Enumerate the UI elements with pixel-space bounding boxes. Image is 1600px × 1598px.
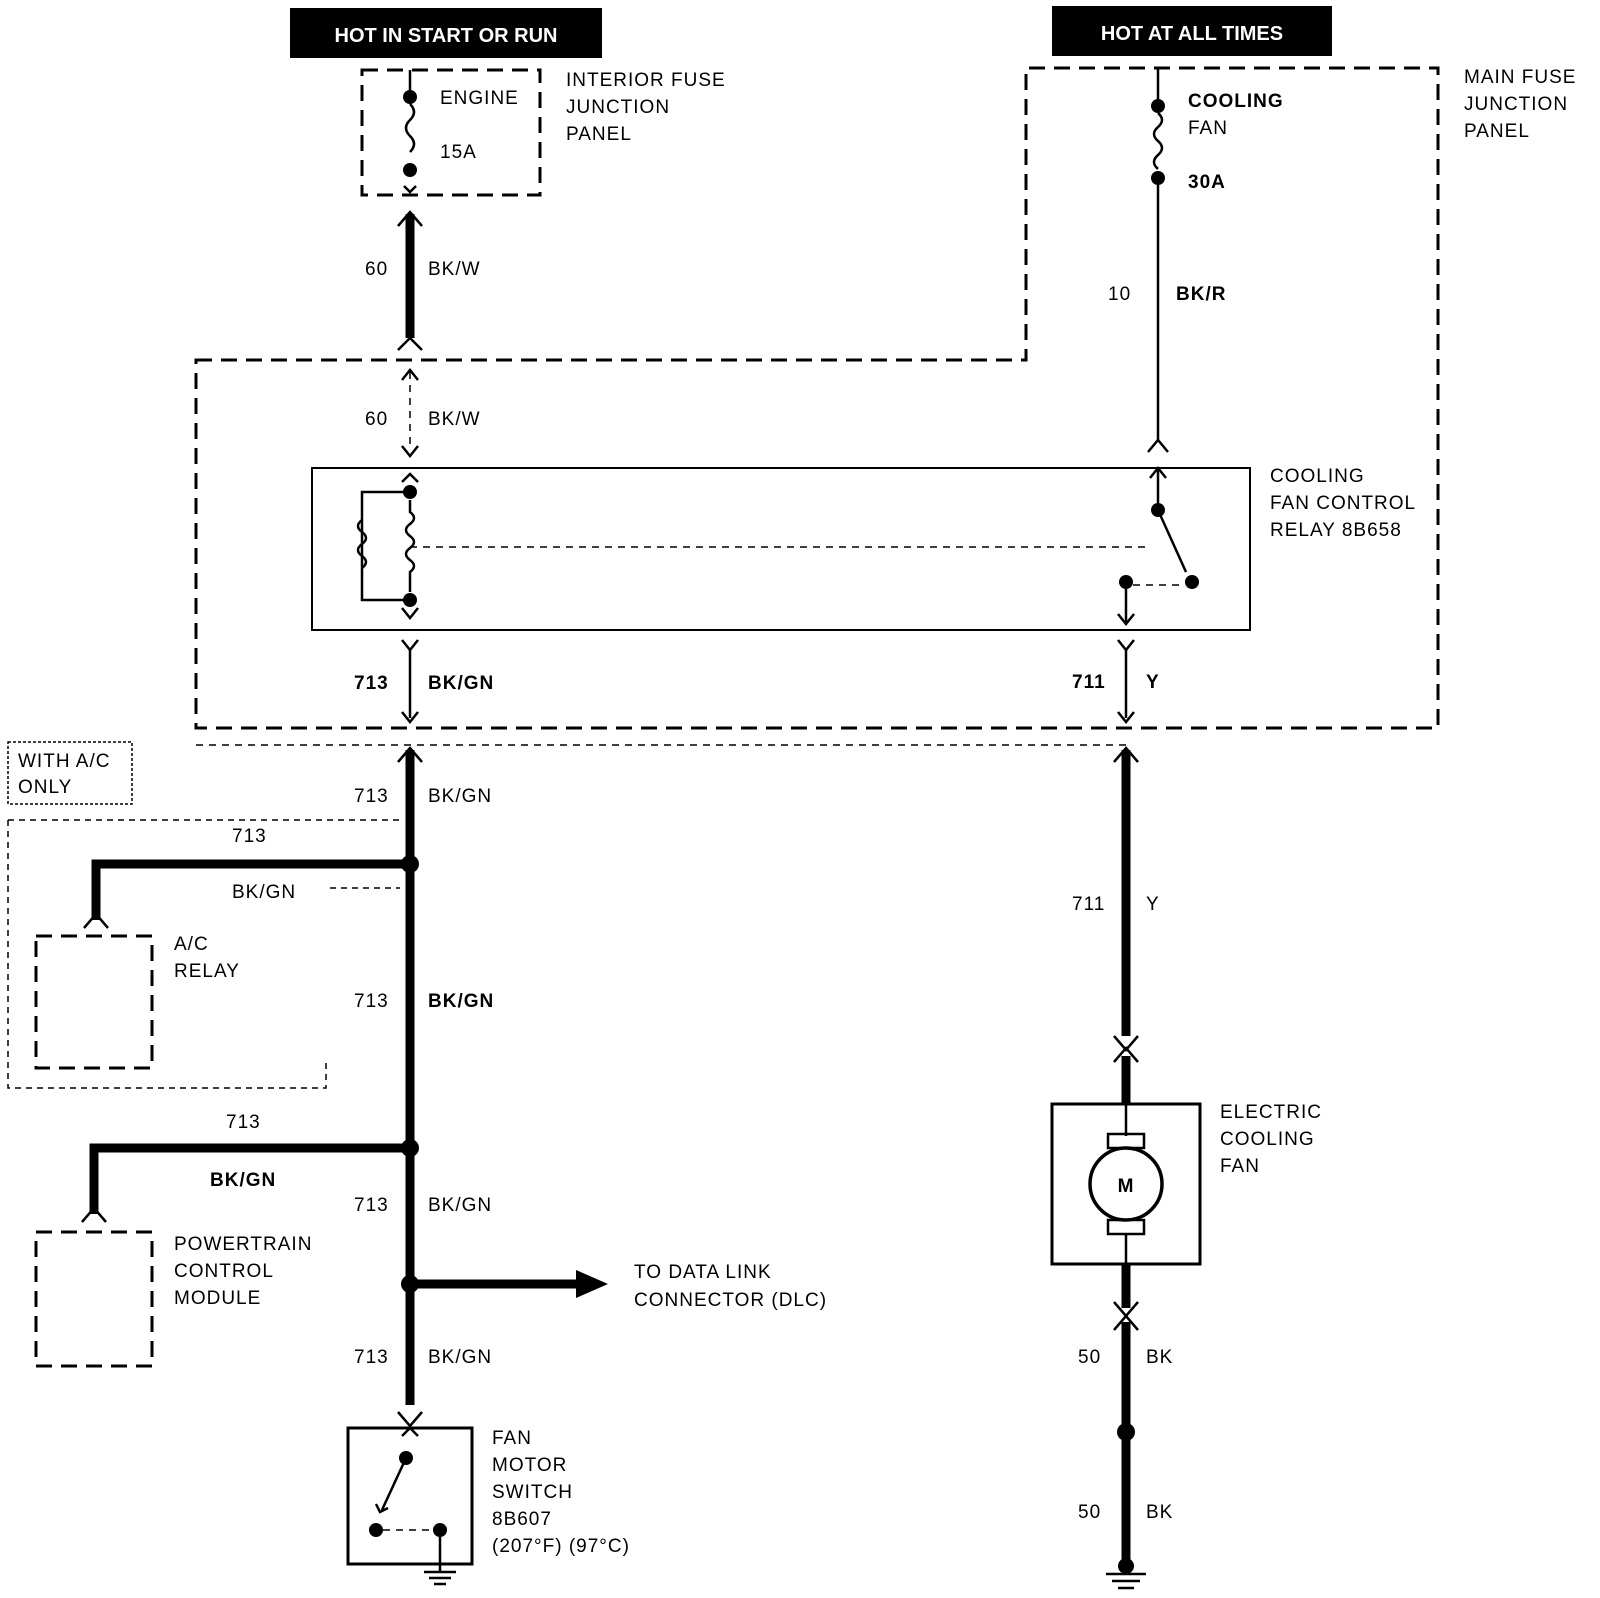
wire-50-a-color: BK	[1146, 1347, 1173, 1368]
cooling-fuse-terminal-top	[1151, 99, 1165, 113]
wire-711-a-color: Y	[1146, 672, 1160, 693]
interior-fuse-label-2: JUNCTION	[566, 97, 670, 118]
pcm-label-3: MODULE	[174, 1288, 261, 1309]
interior-fuse-label-1: INTERIOR FUSE	[566, 70, 726, 91]
cooling-fan-fuse-icon	[1152, 112, 1164, 170]
relay-label-2: FAN CONTROL	[1270, 493, 1416, 514]
fan-switch-label-1: FAN	[492, 1428, 532, 1449]
cooling-fan-fuse-rating: 30A	[1188, 172, 1226, 193]
wire-713-b-circuit: 713	[354, 786, 389, 807]
wire-10-circuit: 10	[1108, 284, 1131, 305]
dlc-arrow-icon	[576, 1270, 608, 1298]
wire-713-c-circuit: 713	[354, 991, 389, 1012]
ac-relay-label-2: RELAY	[174, 961, 240, 982]
header-box-all-times	[1052, 6, 1332, 56]
splice-ground	[1117, 1423, 1135, 1441]
wire-713-pcm-color: BK/GN	[210, 1170, 276, 1191]
ac-only-note-box	[7, 741, 133, 805]
fan-switch-label-4: 8B607	[492, 1509, 552, 1530]
wire-60-top-circuit: 60	[365, 259, 388, 280]
wire-713-d-circuit: 713	[354, 1195, 389, 1216]
fan-switch-label-3: SWITCH	[492, 1482, 573, 1503]
wire-50-b-circuit: 50	[1078, 1502, 1101, 1523]
ac-relay-label-1: A/C	[174, 934, 209, 955]
electric-fan-label-2: COOLING	[1220, 1129, 1315, 1150]
fan-switch-ground-icon	[424, 1570, 456, 1586]
wire-711-a-circuit: 711	[1072, 672, 1106, 693]
fan-switch-terminal	[433, 1523, 447, 1537]
engine-fuse-name: ENGINE	[440, 88, 519, 109]
ac-only-note-1: WITH A/C	[18, 751, 110, 772]
pcm-box	[34, 1230, 154, 1368]
engine-fuse-icon	[404, 103, 416, 153]
wire-60-top-color: BK/W	[428, 259, 481, 280]
relay-coil-icon	[404, 500, 416, 592]
wire-713-d-color: BK/GN	[428, 1195, 492, 1216]
pcm-label-1: POWERTRAIN	[174, 1234, 312, 1255]
wire-10-color: BK/R	[1176, 284, 1226, 305]
engine-fuse-rating: 15A	[440, 142, 477, 163]
electric-fan-label-1: ELECTRIC	[1220, 1102, 1322, 1123]
dlc-label-2: CONNECTOR (DLC)	[634, 1290, 827, 1311]
main-fuse-label-3: PANEL	[1464, 121, 1530, 142]
wire-713-pcm	[89, 1143, 410, 1214]
dlc-label-1: TO DATA LINK	[634, 1262, 772, 1283]
cooling-fan-fuse-name-2: FAN	[1188, 118, 1228, 139]
wire-713-b-color: BK/GN	[428, 786, 492, 807]
ac-only-note-2: ONLY	[18, 777, 72, 798]
header-hot-start-run: HOT IN START OR RUN	[335, 25, 558, 47]
wire-713-ac	[91, 859, 410, 920]
relay-output-terminal	[1119, 575, 1133, 589]
header-box-start-run	[290, 8, 602, 58]
ac-relay-box	[34, 934, 154, 1070]
wire-713-c-color: BK/GN	[428, 991, 494, 1012]
wire-713-e-circuit: 713	[354, 1347, 389, 1368]
wire-713-a-color: BK/GN	[428, 673, 494, 694]
cooling-fan-relay-box	[311, 467, 1251, 631]
interior-fuse-label-3: PANEL	[566, 124, 632, 145]
header-hot-all-times: HOT AT ALL TIMES	[1101, 23, 1283, 45]
fuse-terminal-top	[403, 90, 417, 104]
fan-switch-contact	[369, 1523, 383, 1537]
relay-switch-contact	[1185, 575, 1199, 589]
cooling-fuse-terminal-bottom	[1151, 171, 1165, 185]
wire-50-a-circuit: 50	[1078, 1347, 1101, 1368]
relay-resistor-icon	[356, 519, 368, 569]
wire-711-b-color: Y	[1146, 894, 1160, 915]
main-fuse-label-1: MAIN FUSE	[1464, 67, 1576, 88]
relay-label-1: COOLING	[1270, 466, 1365, 487]
wire-713-e-color: BK/GN	[428, 1347, 492, 1368]
interior-fuse-panel-box	[360, 68, 542, 197]
cooling-fan-fuse-name-1: COOLING	[1188, 91, 1284, 112]
wire-60-mid-circuit: 60	[365, 409, 388, 430]
fan-motor-switch-box	[346, 1426, 474, 1566]
wire-713-ac-color: BK/GN	[232, 882, 296, 903]
main-fuse-panel-box	[194, 66, 1440, 730]
wire-713-a-circuit: 713	[354, 673, 389, 694]
relay-switch-arm	[1156, 509, 1188, 573]
wire-713-pcm-circuit: 713	[226, 1112, 261, 1133]
pcm-label-2: CONTROL	[174, 1261, 274, 1282]
fan-ground-icon	[1106, 1572, 1146, 1590]
relay-label-3: RELAY 8B658	[1270, 520, 1402, 541]
fan-switch-label-5: (207°F) (97°C)	[492, 1536, 630, 1557]
wire-711-b-circuit: 711	[1072, 894, 1105, 915]
fan-switch-label-2: MOTOR	[492, 1455, 567, 1476]
motor-symbol: M	[1118, 1176, 1135, 1197]
ac-region-box	[7, 819, 400, 1089]
fan-switch-arm	[380, 1457, 408, 1511]
electric-fan-label-3: FAN	[1220, 1156, 1260, 1177]
wire-60-mid-color: BK/W	[428, 409, 481, 430]
fuse-terminal-bottom	[403, 163, 417, 177]
wire-713-ac-circuit: 713	[232, 826, 267, 847]
main-fuse-label-2: JUNCTION	[1464, 94, 1568, 115]
wire-50-b-color: BK	[1146, 1502, 1173, 1523]
